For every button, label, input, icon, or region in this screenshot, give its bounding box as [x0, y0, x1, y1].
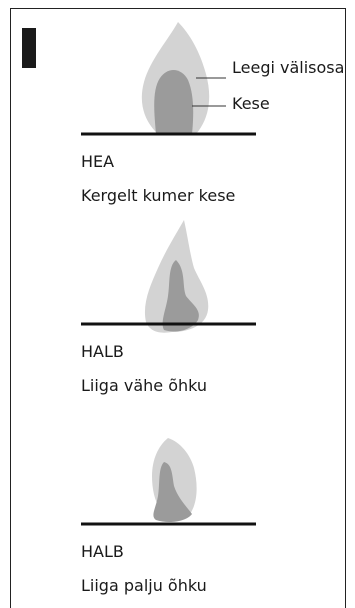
- diagram-frame: [10, 8, 346, 608]
- flame-panel-little-air: HALB Liiga vähe õhku: [0, 210, 355, 410]
- flame-status: HALB: [81, 542, 124, 561]
- flame-status: HALB: [81, 342, 124, 361]
- inner-core-shape: [153, 462, 192, 522]
- flame-panel-good: Leegi välisosa Kese HEA Kergelt kumer ke…: [0, 0, 355, 210]
- flame-description: Kergelt kumer kese: [81, 186, 236, 205]
- flame-description: Liiga vähe õhku: [81, 376, 208, 395]
- flame-little-air-drawing: [81, 220, 256, 333]
- marker-bar: [22, 28, 36, 68]
- callout-outer-label: Leegi välisosa: [232, 58, 345, 77]
- flame-status: HEA: [81, 152, 115, 171]
- inner-core-shape: [154, 69, 194, 134]
- flame-good-drawing: [81, 22, 256, 136]
- flame-description: Liiga palju õhku: [81, 576, 207, 595]
- flame-panel-much-air: HALB Liiga palju õhku: [0, 410, 355, 608]
- callout-core-label: Kese: [232, 94, 270, 113]
- inner-core-shape: [162, 260, 199, 332]
- flame-much-air-drawing: [81, 438, 256, 526]
